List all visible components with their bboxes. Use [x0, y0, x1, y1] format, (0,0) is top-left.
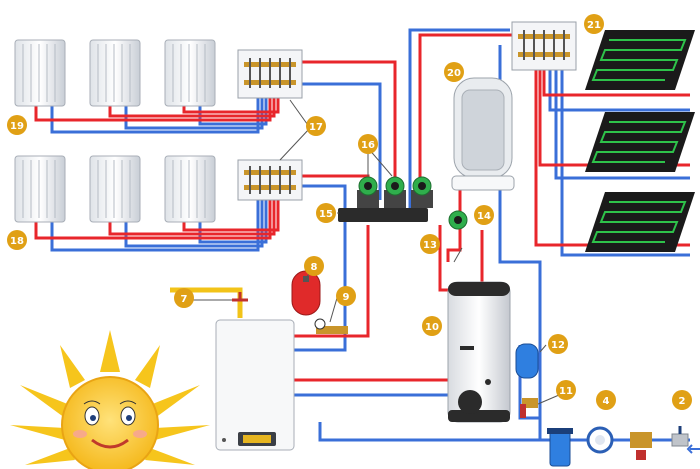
indirect-water-heater-icon [447, 281, 511, 423]
callout-badge-7: 7 [174, 288, 194, 308]
water-meter-icon [586, 426, 614, 454]
radiator-icon [89, 155, 141, 223]
gas-valve-icon [232, 292, 248, 302]
callout-badge-13: 13 [420, 234, 440, 254]
radiator-icon [89, 39, 141, 107]
callout-label: 20 [447, 68, 461, 79]
callout-badge-21: 21 [584, 14, 604, 34]
callout-badge-11: 11 [556, 380, 576, 400]
callout-label: 17 [309, 122, 323, 133]
callout-label: 9 [343, 292, 350, 303]
callout-label: 4 [603, 396, 610, 407]
circulation-pump-icon [357, 176, 379, 208]
callout-badge-19: 19 [7, 115, 27, 135]
callout-badge-2: 2 [672, 390, 692, 410]
callout-label: 15 [319, 209, 333, 220]
radiator-icon [164, 155, 216, 223]
callout-label: 8 [311, 262, 318, 273]
manifold-icon [511, 21, 577, 71]
callout-badge-20: 20 [444, 62, 464, 82]
radiator-group-upper [14, 39, 216, 107]
callout-badge-14: 14 [474, 205, 494, 225]
callout-label: 11 [559, 386, 573, 397]
gas-pipe [170, 287, 243, 318]
inlet-valve-icon [671, 426, 689, 447]
shower-cabin-icon [451, 77, 515, 191]
callout-badge-8: 8 [304, 256, 324, 276]
callout-label: 18 [10, 236, 24, 247]
callout-label: 21 [587, 20, 601, 31]
callout-badge-4: 4 [596, 390, 616, 410]
circulation-pump-icon [384, 176, 406, 208]
safety-group-icon [314, 318, 348, 334]
radiator-icon [14, 39, 66, 107]
radiator-group-lower [14, 155, 216, 223]
callout-label: 16 [361, 140, 375, 151]
water-filter-icon [547, 428, 573, 467]
floor-heating-loop-icon [585, 112, 695, 172]
callout-label: 12 [551, 340, 565, 351]
radiator-icon [14, 155, 66, 223]
callout-label: 10 [425, 322, 439, 333]
callout-label: 13 [423, 240, 437, 251]
callout-badge-9: 9 [336, 286, 356, 306]
callout-badge-15: 15 [316, 203, 336, 223]
callout-label: 7 [181, 294, 188, 305]
floor-heating-loop-icon [585, 192, 695, 252]
callout-badge-12: 12 [548, 334, 568, 354]
callout-badge-18: 18 [7, 230, 27, 250]
callout-label: 19 [10, 121, 24, 132]
gas-boiler-icon [215, 319, 295, 451]
manifold-icon [237, 159, 303, 201]
hydraulic-separator [338, 208, 428, 222]
circulation-pump-icon [448, 210, 468, 230]
inlet-arrow-icon [686, 444, 700, 454]
circulation-pump-icon [411, 176, 433, 208]
callout-badge-16: 16 [358, 134, 378, 154]
pressure-reducer-icon [630, 432, 652, 460]
sun-face-icon [10, 330, 210, 469]
accumulator-tank-icon [515, 343, 539, 379]
callout-badge-10: 10 [422, 316, 442, 336]
manifold-icon [237, 49, 303, 99]
callout-label: 2 [679, 396, 686, 407]
expansion-tank-icon [291, 270, 321, 316]
floor-heating-loop-icon [585, 30, 695, 90]
radiator-icon [164, 39, 216, 107]
valve-icon [520, 398, 538, 418]
callout-badge-17: 17 [306, 116, 326, 136]
callout-label: 14 [477, 211, 491, 222]
